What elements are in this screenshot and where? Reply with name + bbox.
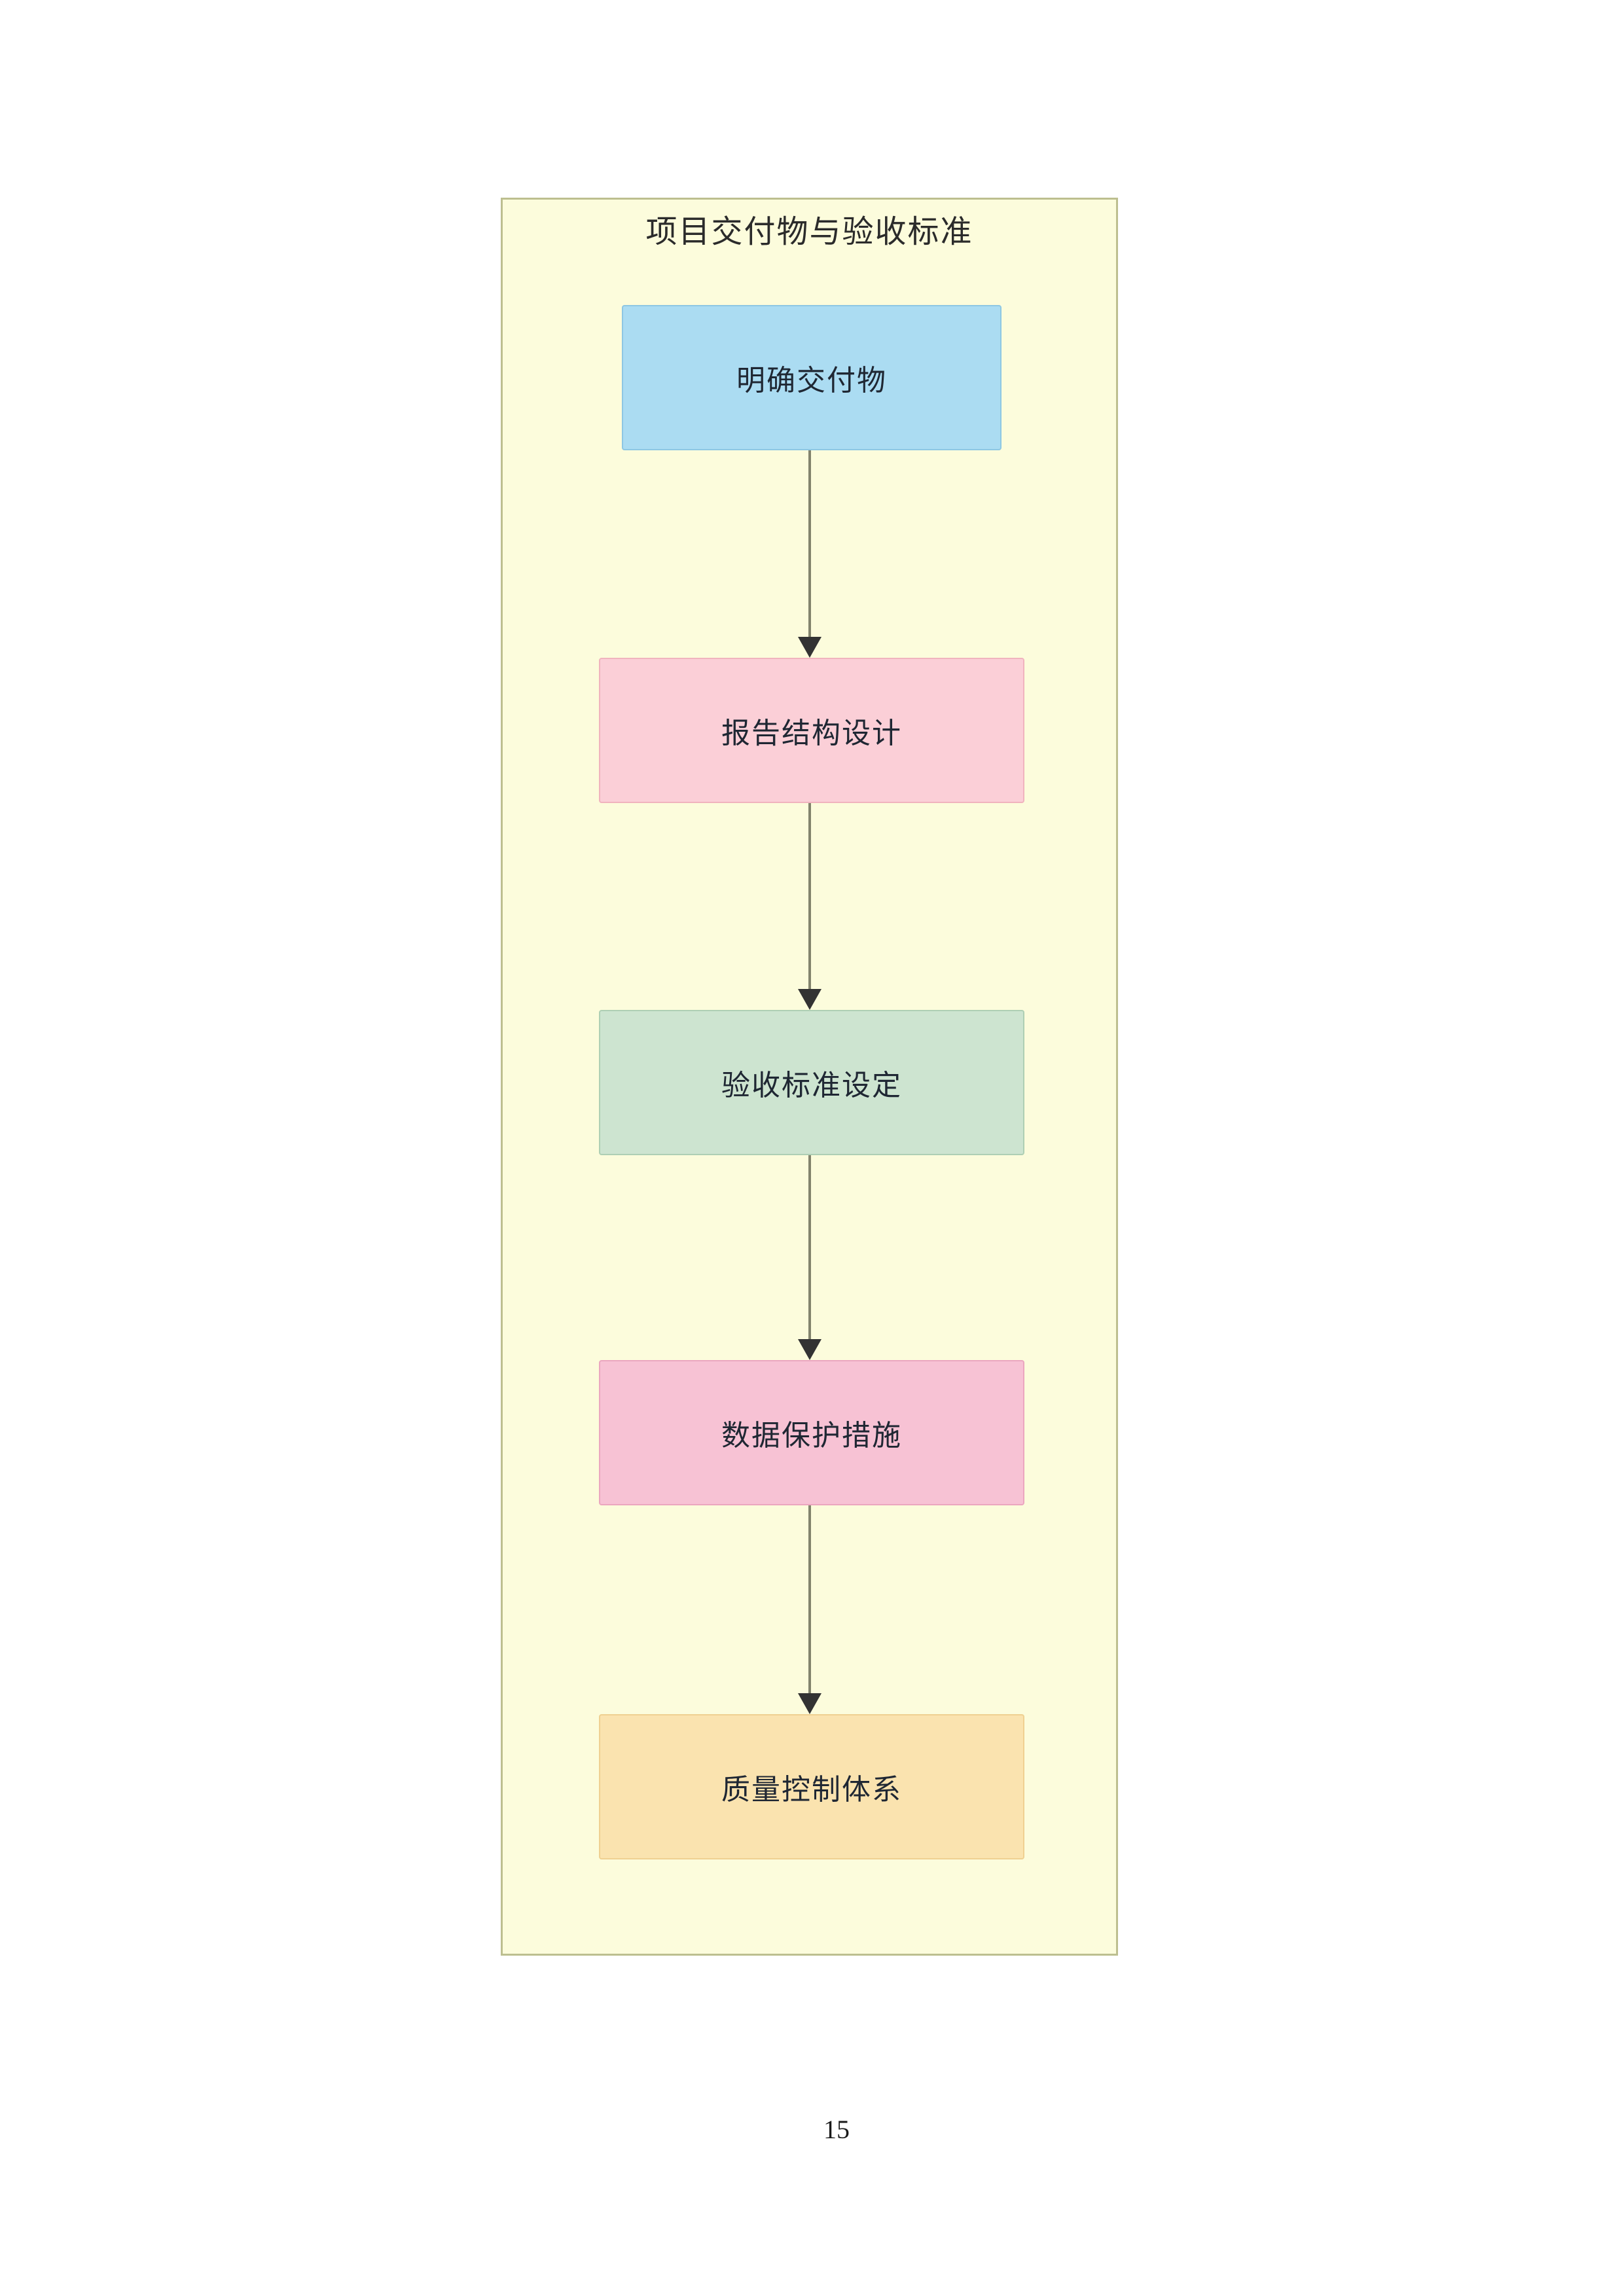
arrow-head-down-icon	[797, 989, 821, 1010]
flow-arrow	[797, 1155, 821, 1360]
node-label: 报告结构设计	[721, 717, 902, 749]
node-label: 验收标准设定	[721, 1069, 902, 1102]
diagram-title: 项目交付物与验收标准	[645, 215, 973, 249]
node-quality-control: 质量控制体系	[599, 1714, 1024, 1859]
flow-arrow	[797, 1505, 821, 1714]
arrow-head-down-icon	[797, 1693, 821, 1714]
node-label: 质量控制体系	[721, 1774, 902, 1806]
node-data-protection: 数据保护措施	[599, 1360, 1024, 1505]
arrow-line	[808, 1155, 811, 1339]
arrow-line	[808, 450, 811, 637]
flow-arrow	[797, 450, 821, 658]
node-deliverables: 明确交付物	[622, 305, 1001, 450]
page-number: 15	[823, 2115, 850, 2144]
arrow-line	[808, 803, 811, 989]
arrow-line	[808, 1505, 811, 1693]
node-report-structure: 报告结构设计	[599, 658, 1024, 803]
node-label: 明确交付物	[736, 365, 887, 397]
flow-arrow	[797, 803, 821, 1010]
arrow-head-down-icon	[797, 1339, 821, 1360]
arrow-head-down-icon	[797, 637, 821, 658]
flowchart-container: 项目交付物与验收标准 明确交付物 报告结构设计 验收标准设定 数据保护措施	[501, 198, 1118, 1956]
node-label: 数据保护措施	[721, 1420, 902, 1452]
node-acceptance-criteria: 验收标准设定	[599, 1010, 1024, 1155]
